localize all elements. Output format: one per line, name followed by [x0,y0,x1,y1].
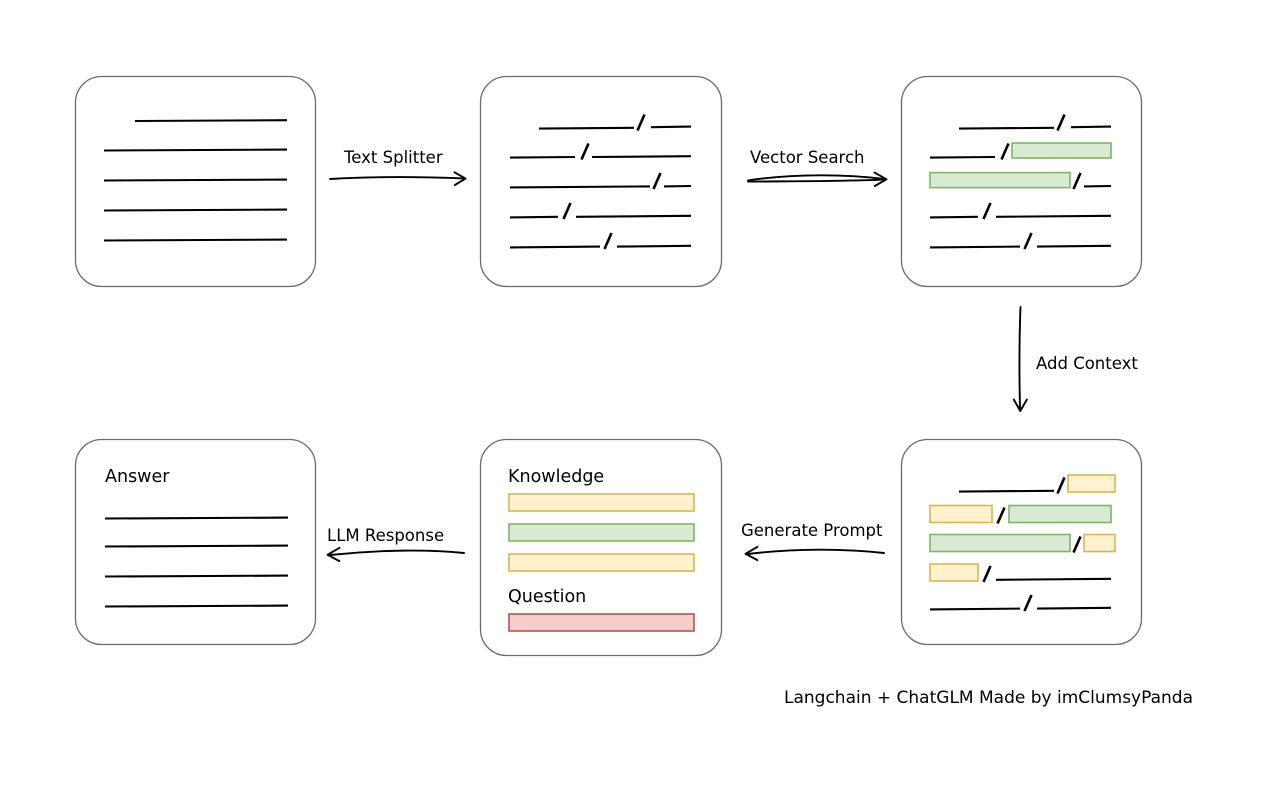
matched-chunks-lines [929,113,1112,250]
edge-vector-search-label: Vector Search [750,148,865,167]
node-context-chunks[interactable] [900,438,1143,646]
context-chunk-green-1 [1008,504,1112,524]
edge-generate-prompt[interactable]: Generate Prompt [741,521,885,562]
edge-vector-search[interactable]: Vector Search [747,148,888,187]
footer-note: Langchain + ChatGLM Made by imClumsyPand… [784,688,1193,708]
answer-label: Answer [105,467,170,487]
node-split-chunks[interactable] [479,75,723,288]
knowledge-bar-yellow-1 [508,493,695,512]
edge-add-context-label: Add Context [1036,354,1138,373]
matched-chunk-green-1 [1011,142,1112,159]
edge-llm-response[interactable]: LLM Response [326,526,465,563]
prompt-question-label: Question [508,587,586,607]
knowledge-bar-green-1 [508,523,695,542]
edge-generate-prompt-label: Generate Prompt [741,521,883,540]
context-chunk-yellow-3 [1083,533,1116,553]
node-prompt-box[interactable]: Knowledge Question [479,438,723,657]
split-chunks-frame[interactable] [479,75,723,288]
context-chunk-yellow-4 [929,563,979,582]
edge-text-splitter-label: Text Splitter [343,148,443,167]
edge-llm-response-label: LLM Response [327,526,444,545]
context-chunk-green-2 [929,533,1071,553]
context-chunks-lines [929,474,1116,612]
matched-chunk-green-2 [929,171,1071,189]
prompt-knowledge-bars [508,493,695,572]
prompt-question-bars [508,613,695,632]
question-bar-red-1 [508,613,695,632]
edge-text-splitter[interactable]: Text Splitter [329,148,467,187]
node-matched-chunks[interactable] [900,75,1143,288]
knowledge-bar-yellow-2 [508,553,695,572]
source-document-frame[interactable] [74,75,317,288]
context-chunk-yellow-1 [1067,474,1116,493]
source-document-lines [103,119,288,242]
prompt-knowledge-label: Knowledge [508,467,604,487]
answer-box-frame[interactable] [74,438,317,646]
edge-add-context[interactable]: Add Context [1012,306,1139,412]
context-chunk-yellow-2 [929,504,993,524]
node-answer-box[interactable]: Answer [74,438,317,646]
node-source-document[interactable] [74,75,317,288]
answer-box-lines [104,516,289,608]
split-chunks-lines [509,113,692,250]
